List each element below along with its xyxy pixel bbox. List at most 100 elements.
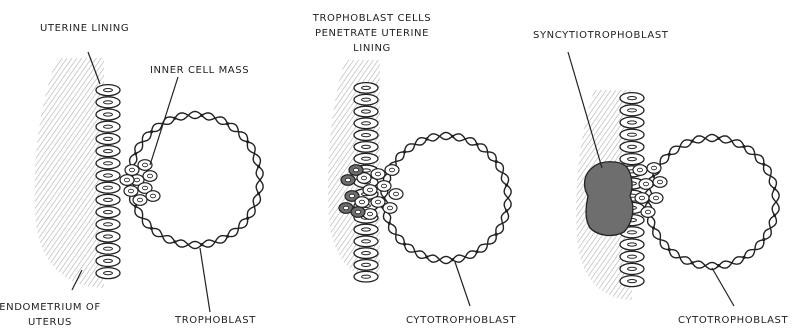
trophoblast-nucleus — [173, 240, 176, 243]
trophoblast-nucleus — [691, 261, 694, 264]
cluster-cell-nucleus — [389, 168, 394, 172]
lining-cell — [620, 276, 644, 287]
trophoblast-nucleus — [150, 130, 153, 133]
lining-cell — [620, 129, 644, 140]
cluster-cell-nucleus — [359, 200, 364, 204]
lining-cell — [354, 142, 378, 153]
cluster-cell-nucleus — [355, 210, 360, 214]
pointer-trophoblast — [200, 248, 210, 312]
endometrium-shading-1 — [35, 58, 104, 288]
lining-cell — [620, 117, 644, 128]
lining-cell — [96, 194, 120, 205]
trophoblast-nucleus — [475, 250, 478, 253]
trophoblast-nucleus — [425, 255, 428, 258]
label-penetrate-line3: LINING — [353, 42, 391, 55]
trophoblast-nucleus — [150, 227, 153, 230]
label-penetrate-line2: PENETRATE UTERINE — [315, 27, 429, 40]
lining-cell — [96, 146, 120, 157]
trophoblast-nucleus — [668, 248, 671, 251]
cluster-cell-nucleus — [150, 194, 155, 198]
label-trophoblast: TROPHOBLAST — [175, 314, 256, 327]
trophoblast-wall-outer — [645, 135, 779, 269]
cluster-cell-nucleus — [643, 182, 648, 186]
trophoblast-nucleus — [246, 217, 249, 220]
syncytiotrophoblast-mass — [585, 162, 633, 236]
trophoblast-nucleus — [475, 143, 478, 146]
trophoblast-nucleus — [257, 165, 260, 168]
cluster-cell-nucleus — [651, 166, 656, 170]
lining-cell — [354, 260, 378, 271]
trophoblast-nucleus — [257, 192, 260, 195]
trophoblast-nucleus — [773, 187, 776, 190]
cluster-cell-nucleus — [367, 212, 372, 216]
trophoblast-nucleus — [691, 140, 694, 143]
lining-cell — [96, 231, 120, 242]
lining-cell — [354, 248, 378, 259]
cluster-cell-nucleus — [134, 178, 139, 182]
lining-cell — [96, 182, 120, 193]
lining-cell — [354, 106, 378, 117]
trophoblast-nucleus — [762, 163, 765, 166]
trophoblast-nucleus — [717, 264, 720, 267]
lining-cell — [96, 170, 120, 181]
lining-cell — [96, 207, 120, 218]
lining-cell — [620, 251, 644, 262]
label-syncytiotrophoblast: SYNCYTIOTROPHOBLAST — [533, 29, 669, 42]
lining-cell — [96, 268, 120, 279]
cluster-cell-nucleus — [657, 180, 662, 184]
trophoblast-nucleus — [134, 152, 137, 155]
lining-cell — [96, 133, 120, 144]
trophoblast-nucleus — [495, 160, 498, 163]
trophoblast-nucleus — [246, 140, 249, 143]
cluster-cell-nucleus — [128, 189, 133, 193]
trophoblast-nucleus — [226, 235, 229, 238]
cluster-cell-nucleus — [345, 178, 350, 182]
trophoblast-nucleus — [200, 243, 203, 246]
lining-cell — [620, 263, 644, 274]
trophoblast-nucleus — [200, 114, 203, 117]
lining-cell — [96, 121, 120, 132]
trophoblast-nucleus — [451, 135, 454, 138]
label-uterine-lining: UTERINE LINING — [40, 22, 129, 35]
lining-cell — [96, 97, 120, 108]
trophoblast-nucleus — [388, 222, 391, 225]
trophoblast-nucleus — [425, 137, 428, 140]
trophoblast-nucleus — [226, 122, 229, 125]
lining-cell — [354, 118, 378, 129]
pointer-cytotrophoblast-right — [712, 268, 734, 306]
trophoblast-nucleus — [742, 145, 745, 148]
cluster-cell-nucleus — [645, 210, 650, 214]
blastocyst-3 — [645, 135, 779, 270]
cluster-cell-nucleus — [124, 178, 129, 182]
trophoblast-nucleus — [773, 214, 776, 217]
trophoblast-nucleus — [505, 209, 508, 212]
lining-cell — [96, 158, 120, 169]
trophoblast-wall-inner — [645, 136, 779, 270]
label-cytotrophoblast-mid: CYTOTROPHOBLAST — [406, 314, 516, 327]
label-inner-cell-mass: INNER CELL MASS — [150, 64, 249, 77]
cluster-cell-nucleus — [361, 176, 366, 180]
cluster-cell-nucleus — [637, 168, 642, 172]
trophoblast-nucleus — [173, 117, 176, 120]
cluster-cell-nucleus — [375, 200, 380, 204]
trophoblast-nucleus — [652, 226, 655, 229]
trophoblast-nucleus — [652, 174, 655, 177]
trophoblast-nucleus — [742, 256, 745, 259]
trophoblast-nucleus — [403, 243, 406, 246]
trophoblast-nucleus — [451, 258, 454, 261]
trophoblast-nucleus — [668, 153, 671, 156]
trophoblast-nucleus — [762, 238, 765, 241]
label-endometrium-line2: UTERUS — [28, 316, 72, 329]
cluster-cell-nucleus — [147, 174, 152, 178]
lining-cell — [96, 85, 120, 96]
cluster-cell-nucleus — [349, 194, 354, 198]
lining-cell — [354, 83, 378, 94]
lining-cell — [620, 239, 644, 250]
lining-cell — [96, 219, 120, 230]
lining-cell — [96, 109, 120, 120]
lining-cell — [620, 105, 644, 116]
pointer-cytotrophoblast-mid — [455, 262, 470, 306]
label-cytotrophoblast-right: CYTOTROPHOBLAST — [678, 314, 788, 327]
lining-cell — [354, 153, 378, 164]
